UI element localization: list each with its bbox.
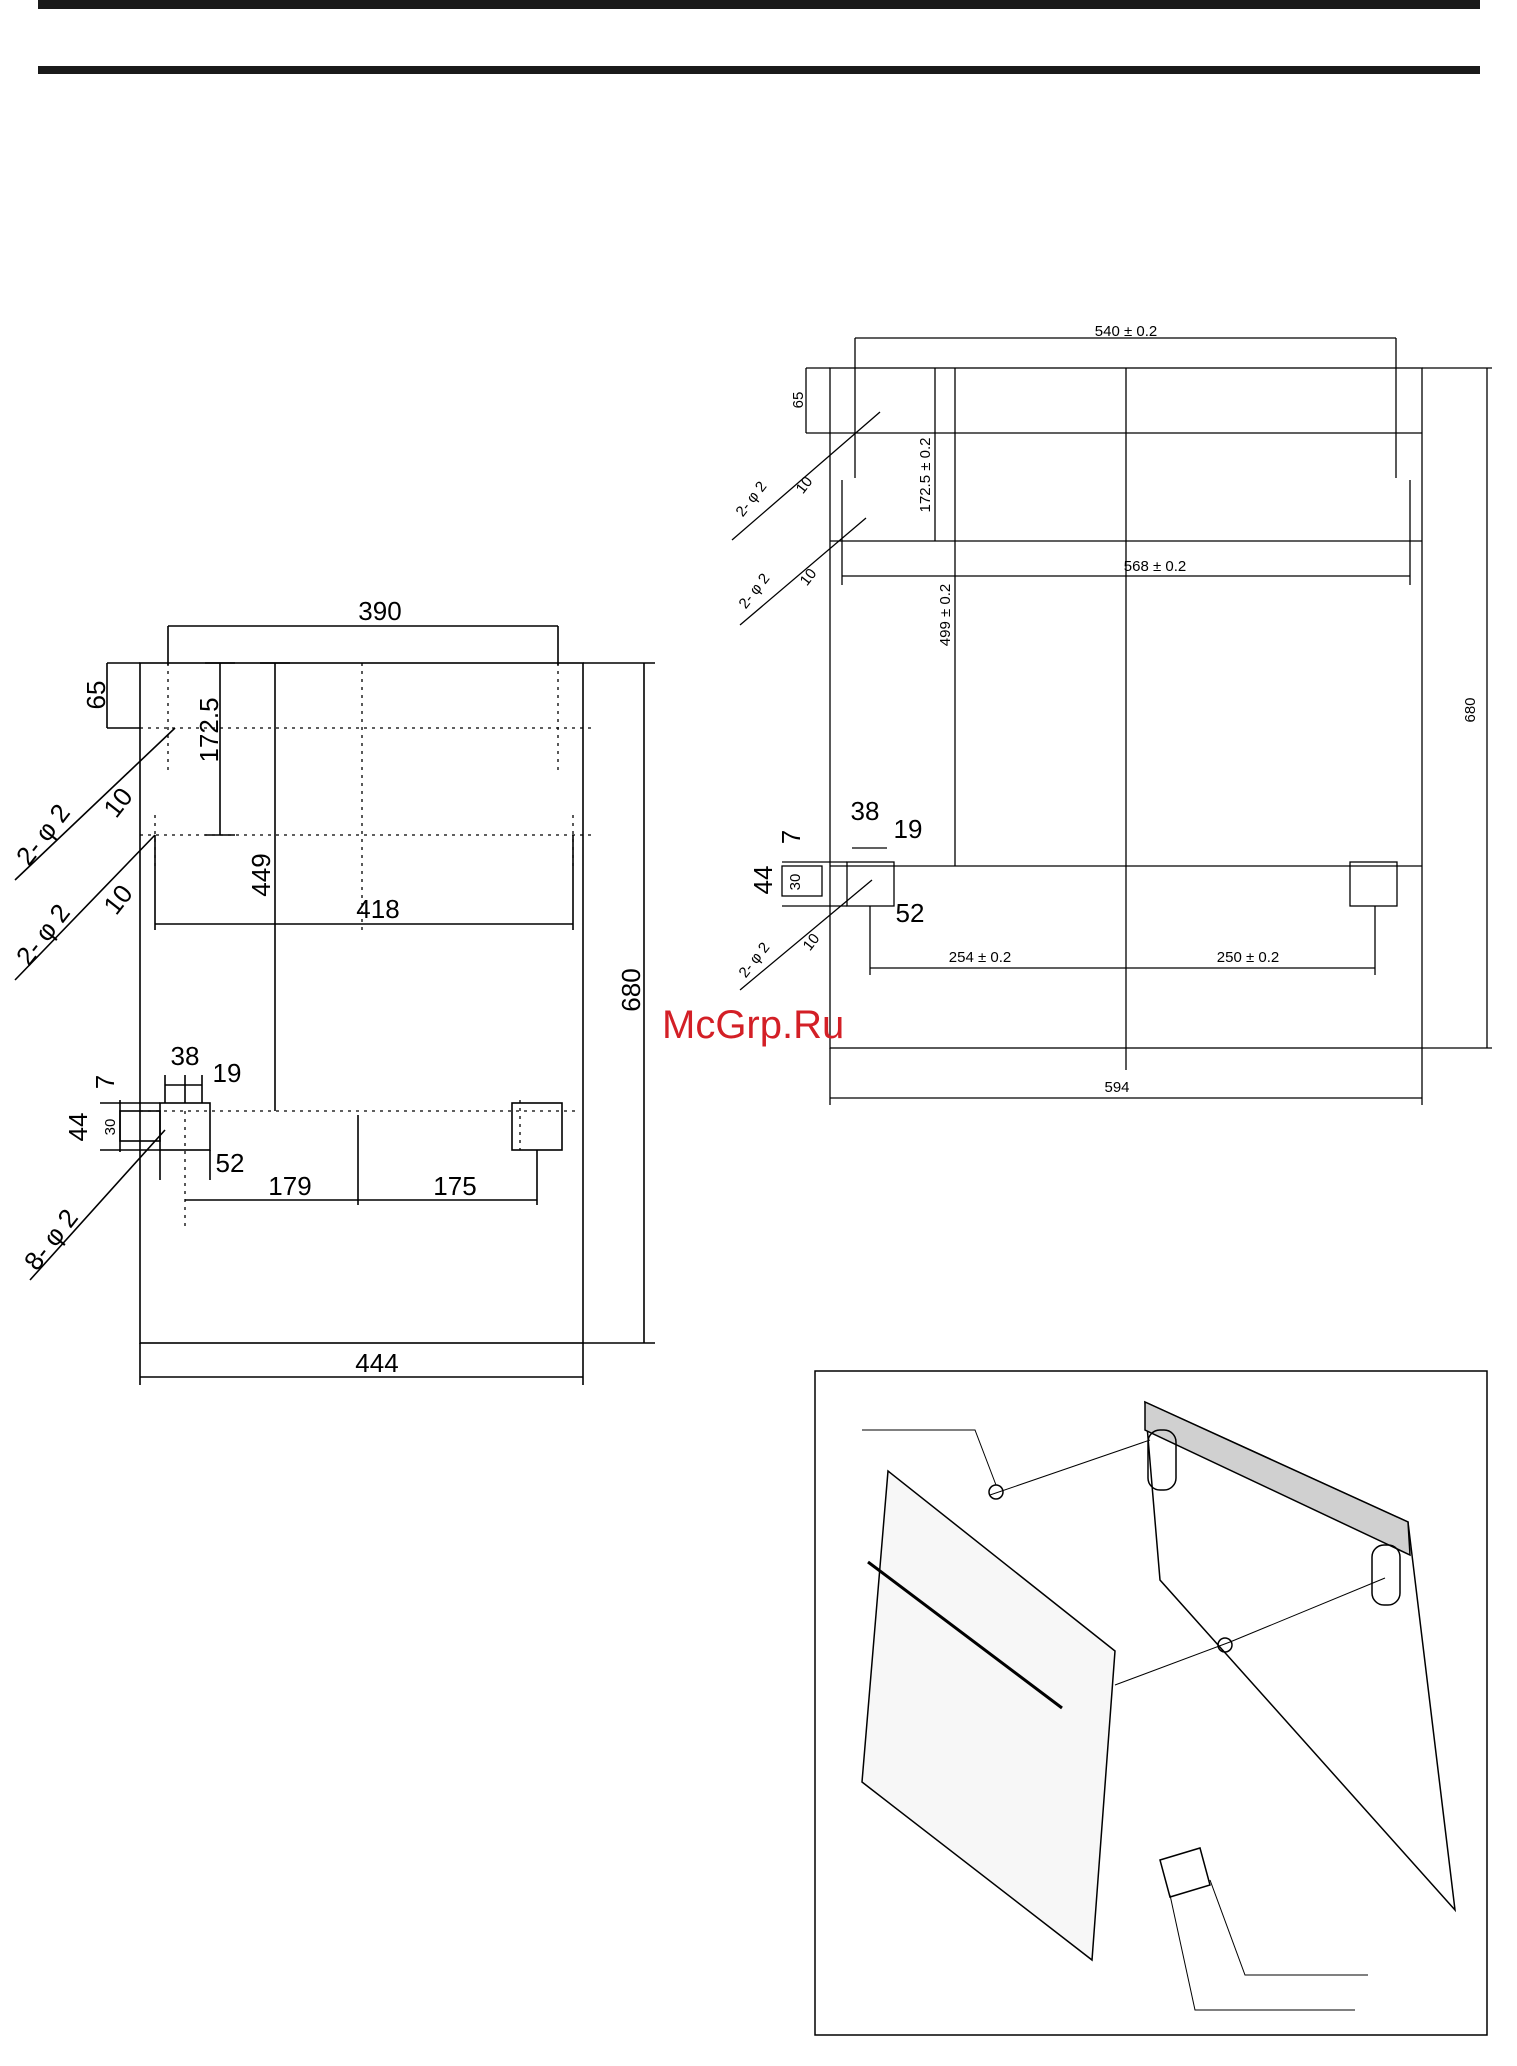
left-dimension-drawing — [15, 626, 655, 1385]
left-dim-172-5: 172.5 — [194, 697, 224, 762]
left-dim-30: 30 — [102, 1119, 119, 1136]
left-dimension-labels: 390 65 172.5 449 418 680 444 2- φ 2 10 2… — [10, 596, 646, 1378]
left-dim-19: 19 — [213, 1058, 242, 1088]
right-dim-7: 7 — [776, 830, 806, 844]
watermark: McGrp.Ru — [662, 1003, 844, 1047]
right-dim-38: 38 — [851, 796, 880, 826]
right-dim-540: 540 ± 0.2 — [1095, 323, 1157, 340]
left-hole-depth-2: 10 — [97, 879, 138, 920]
right-right-bracket-outline — [1350, 862, 1397, 906]
left-dim-444: 444 — [355, 1348, 398, 1378]
right-dim-52: 52 — [896, 898, 925, 928]
right-dim-44: 44 — [748, 866, 778, 895]
assembly-illustration — [815, 1371, 1487, 2035]
left-hole-depth-1: 10 — [97, 782, 138, 823]
decor-door-panel — [862, 1471, 1115, 1960]
left-dim-52: 52 — [216, 1148, 245, 1178]
right-left-bracket-outline — [847, 862, 894, 906]
right-hole-depth-3: 10 — [800, 930, 824, 954]
right-dimension-drawing — [732, 338, 1492, 1105]
screw-icon — [989, 1485, 1003, 1499]
left-panel-outline — [140, 663, 583, 1343]
right-dim-30: 30 — [787, 874, 804, 891]
left-dim-179: 179 — [268, 1171, 311, 1201]
right-dim-254: 254 ± 0.2 — [949, 949, 1011, 966]
left-hole-spec-2: 2- φ 2 — [10, 898, 76, 971]
right-dim-250: 250 ± 0.2 — [1217, 949, 1279, 966]
right-dim-680: 680 — [1462, 697, 1479, 722]
left-dim-449: 449 — [246, 853, 276, 896]
right-hole-spec-1: 2- φ 2 — [733, 478, 771, 520]
right-dimension-labels: 540 ± 0.2 65 172.5 ± 0.2 499 ± 0.2 568 ±… — [733, 323, 1479, 1096]
left-dim-65: 65 — [81, 681, 111, 710]
right-dim-19: 19 — [894, 814, 923, 844]
left-dim-175: 175 — [433, 1171, 476, 1201]
left-dim-418: 418 — [356, 894, 399, 924]
left-bracket-outline — [160, 1103, 210, 1150]
right-dim-172-5: 172.5 ± 0.2 — [917, 438, 934, 513]
right-dim-594: 594 — [1104, 1079, 1129, 1096]
right-hole-depth-1: 10 — [793, 473, 817, 497]
left-dim-38: 38 — [171, 1041, 200, 1071]
right-hole-spec-3: 2- φ 2 — [736, 939, 774, 981]
left-hole-spec-1: 2- φ 2 — [10, 798, 76, 871]
left-dim-680: 680 — [616, 968, 646, 1011]
right-hole-depth-2: 10 — [797, 565, 821, 589]
mounting-bracket — [1160, 1848, 1210, 1897]
left-dim-390: 390 — [358, 596, 401, 626]
right-dim-568: 568 ± 0.2 — [1124, 558, 1186, 575]
right-dim-499: 499 ± 0.2 — [937, 584, 954, 646]
header-bar-bottom — [38, 66, 1480, 74]
left-hole-spec-3: 8- φ 2 — [18, 1203, 84, 1276]
right-dim-65: 65 — [790, 392, 807, 409]
right-hole-spec-2: 2- φ 2 — [736, 570, 774, 612]
left-dim-44: 44 — [63, 1113, 93, 1142]
left-dim-7: 7 — [90, 1075, 120, 1089]
header-bar-top — [38, 0, 1480, 9]
